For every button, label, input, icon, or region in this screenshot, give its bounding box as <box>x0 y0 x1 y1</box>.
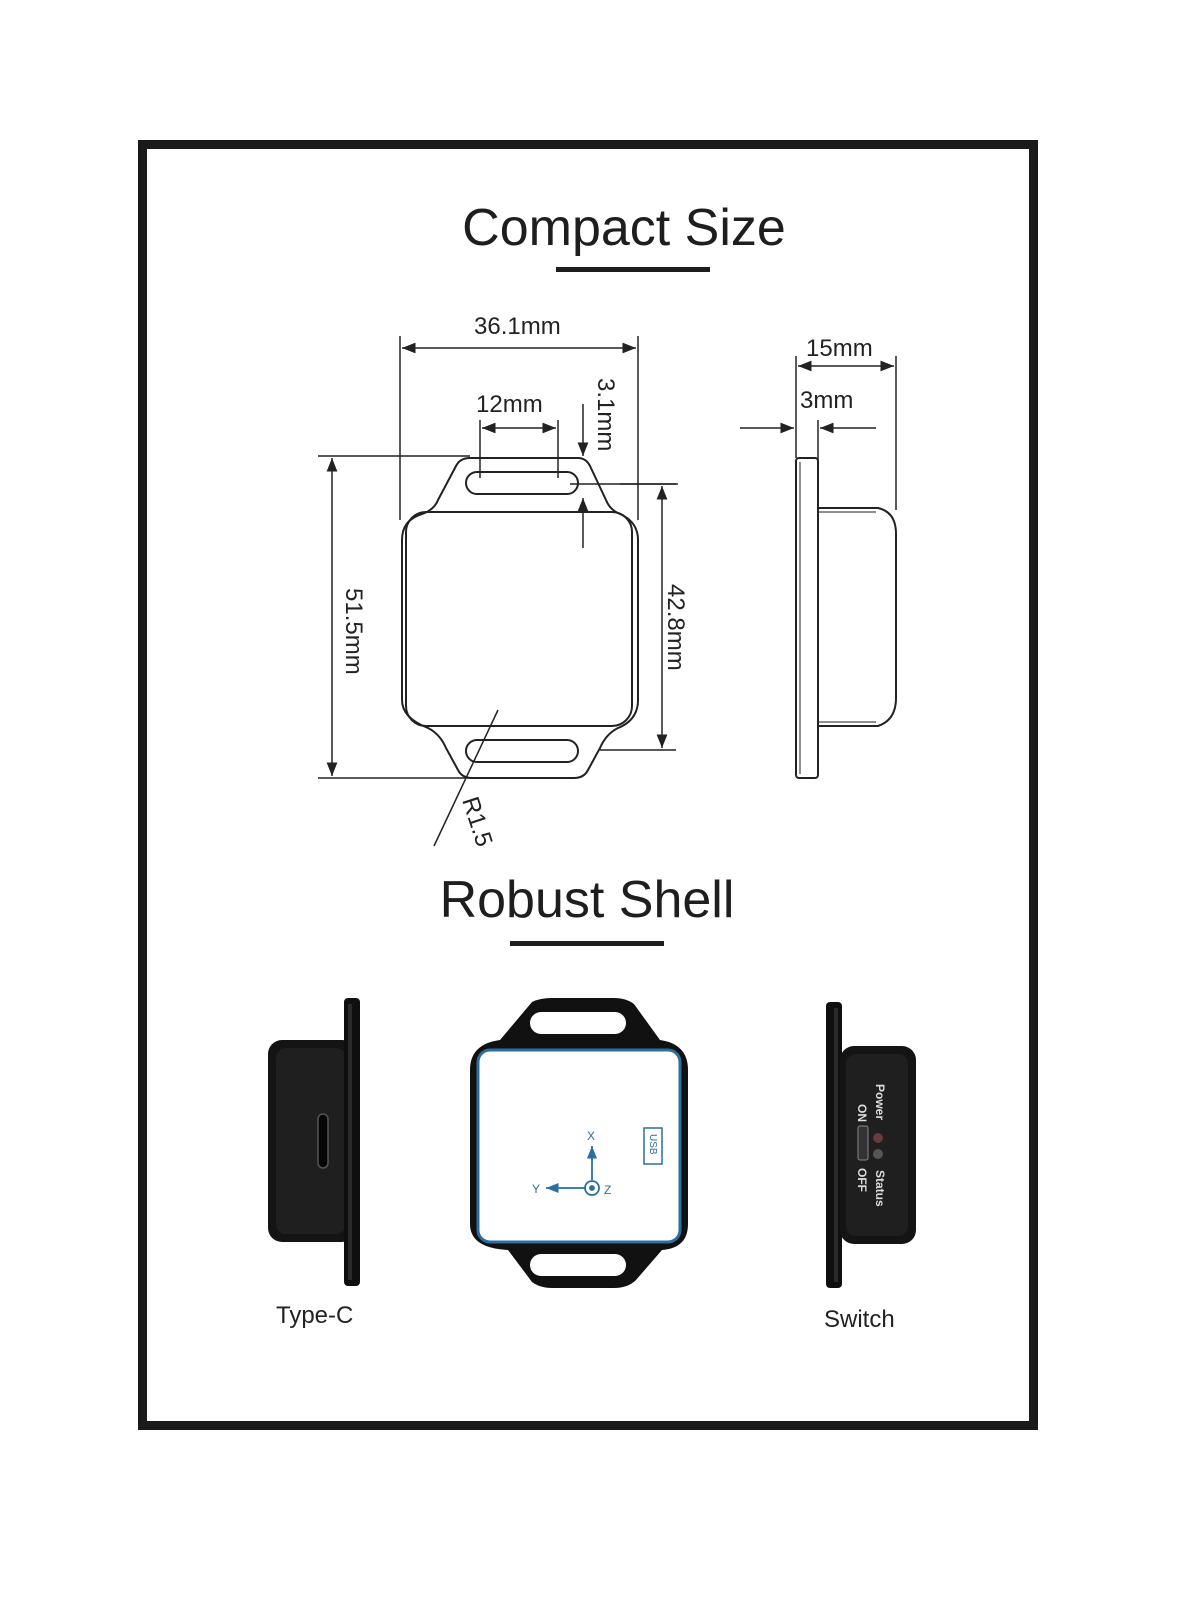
front-view-device: USB X Y Z <box>470 998 688 1288</box>
side-body-outline <box>818 507 897 727</box>
dim-total-height-label: 51.5mm <box>340 588 367 675</box>
type-c-caption: Type-C <box>276 1302 354 1329</box>
status-label: Status <box>873 1170 887 1207</box>
power-label: Power <box>873 1084 887 1120</box>
front-outline-drawing <box>401 457 639 779</box>
side-outline-drawing <box>795 457 897 779</box>
switch-side-view: Power Status ON OFF <box>826 1002 916 1288</box>
device-face <box>476 1048 682 1244</box>
side-flange-outline <box>795 457 819 779</box>
status-led <box>873 1149 883 1159</box>
dim-radius-label: R1.5 <box>456 794 497 851</box>
axis-z-label: Z <box>604 1183 611 1197</box>
robust-shell-underline <box>510 941 664 946</box>
dim-width-label: 36.1mm <box>474 313 561 340</box>
outline-slot-top <box>465 471 579 495</box>
dim-slot-width-label: 12mm <box>476 391 543 418</box>
off-label: OFF <box>855 1168 869 1192</box>
usb-label-box <box>643 1127 663 1165</box>
axis-y-label: Y <box>532 1182 540 1196</box>
outline-body-inner <box>405 511 633 727</box>
axis-indicator <box>546 1146 600 1196</box>
dim-depth-label: 15mm <box>806 335 873 362</box>
usb-label: USB <box>647 1134 658 1155</box>
on-label: ON <box>855 1104 869 1122</box>
border-frame <box>138 140 1038 1430</box>
switch-caption: Switch <box>824 1306 895 1333</box>
bottom-slot <box>530 1254 626 1276</box>
robust-shell-heading: Robust Shell <box>439 871 735 929</box>
compact-size-underline <box>556 267 710 272</box>
outline-shell-outer <box>401 457 639 779</box>
power-led <box>873 1133 883 1143</box>
dim-slot-offset-label: 3.1mm <box>592 378 619 451</box>
dim-flange-label: 3mm <box>800 387 853 414</box>
dim-body-height-label: 42.8mm <box>662 584 689 671</box>
usb-c-port <box>317 1113 329 1169</box>
type-c-side-view <box>268 998 360 1286</box>
outline-slot-bottom <box>465 739 579 763</box>
compact-size-heading: Compact Size <box>462 199 786 257</box>
dimension-lines <box>318 336 897 847</box>
power-switch <box>857 1125 869 1161</box>
axis-x-label: X <box>587 1129 595 1143</box>
top-slot <box>530 1012 626 1034</box>
